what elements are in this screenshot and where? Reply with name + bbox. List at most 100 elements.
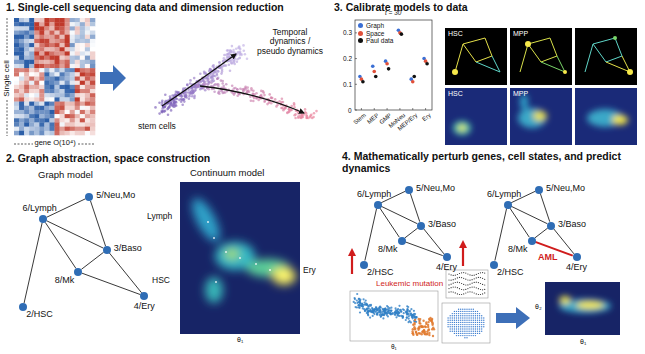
heatmap-cell (34, 72, 39, 76)
cell-point (163, 110, 166, 113)
heatmap-cell (85, 26, 90, 30)
heatmap-cell (70, 118, 75, 122)
cell-point (364, 304, 366, 306)
mutant-point (414, 319, 416, 321)
cell-point (395, 312, 397, 314)
heatmap-cell (14, 56, 19, 60)
heatmap-cell (90, 60, 95, 64)
grid-dot (477, 313, 478, 314)
cell-point (409, 312, 411, 314)
cell-point (252, 100, 255, 103)
heatmap-cell (75, 118, 80, 122)
cell-point (166, 108, 169, 111)
graph-edge (47, 221, 104, 248)
heatmap-cell (75, 102, 80, 106)
model-title: Graph model (38, 170, 93, 180)
heatmap-cell (34, 64, 39, 68)
heatmap-cell (49, 110, 54, 114)
heatmap-cell (24, 22, 29, 26)
heatmap-cell (24, 18, 29, 22)
trace-dot (455, 275, 456, 276)
cell-point (164, 93, 167, 96)
trace-dot (469, 284, 470, 285)
node-label: 6/Lymph (22, 204, 56, 214)
heatmap-cell (29, 110, 34, 114)
cell-point (376, 308, 378, 310)
mutation-scatter (353, 293, 436, 337)
cell-point (242, 44, 245, 47)
blob (187, 195, 225, 246)
grid-dot (460, 317, 461, 318)
heatmap-cell (75, 122, 80, 126)
cell-point (253, 97, 256, 100)
cell-point (297, 115, 300, 118)
annotation: Leukemic mutation (376, 280, 443, 289)
heatmap-cell (75, 93, 80, 97)
grid-dot (456, 331, 457, 332)
heatmap-cell (90, 47, 95, 51)
cell-point (413, 310, 415, 312)
increase-arrow (462, 244, 464, 266)
heatmap-cell (19, 114, 24, 118)
trace-dot (467, 273, 468, 274)
trace-dot (448, 288, 449, 289)
heatmap-cell (75, 127, 80, 131)
heatmap-cell (44, 26, 49, 30)
mutant-point (415, 331, 417, 333)
heatmap-cell (65, 60, 70, 64)
grid-dot (447, 324, 448, 325)
heatmap-cell (24, 127, 29, 131)
grid-dot (468, 313, 469, 314)
heatmap-cell (85, 122, 90, 126)
cell-point (216, 72, 219, 75)
heatmap-cell (70, 81, 75, 85)
cell-point (293, 103, 296, 106)
heatmap-cell (70, 26, 75, 30)
cell-point (372, 311, 374, 313)
heatmap-cell (34, 89, 39, 93)
heatmap-cell (65, 56, 70, 60)
annotation: stem cells (138, 122, 176, 131)
node-label: 3/Baso (428, 220, 456, 230)
grid-dot (471, 311, 472, 312)
grid-dot (468, 309, 469, 310)
trace-dot (474, 292, 475, 293)
heatmap-cell (34, 77, 39, 81)
cell-point (181, 99, 184, 102)
grid-dot (477, 328, 478, 329)
data-point (412, 75, 416, 79)
heatmap-cell (39, 93, 44, 97)
point (207, 221, 209, 223)
trace-dot (480, 294, 481, 295)
grid-dot (473, 328, 474, 329)
cell-point (167, 107, 170, 110)
heatmap-cell (55, 127, 60, 131)
cell-point (222, 85, 225, 88)
cell-point (395, 316, 397, 318)
cell-point (286, 112, 289, 115)
region-label: Lymph (147, 212, 172, 221)
cell-point (243, 49, 246, 52)
cell-point (354, 297, 356, 299)
grid-dot (475, 335, 476, 336)
tick-label: 0 (348, 107, 352, 114)
data-point (371, 64, 375, 68)
trace-dot (465, 292, 466, 293)
tick (412, 108, 413, 110)
heatmap-cell (80, 56, 85, 60)
trace-dot (482, 289, 483, 290)
heatmap-cell (55, 35, 60, 39)
axis-label: gene O(10⁴) (35, 139, 76, 147)
grid-dot (475, 317, 476, 318)
axis-dash (78, 144, 95, 145)
grid-dot (477, 333, 478, 334)
block-arrow (496, 307, 530, 329)
cell-point (309, 116, 312, 119)
grid-dot (454, 322, 455, 323)
heatmap-cell (60, 26, 65, 30)
heatmap-cell (75, 72, 80, 76)
heatmap-cell (65, 77, 70, 81)
heatmap-cell (19, 51, 24, 55)
mutant-point (429, 317, 431, 319)
trajectory-arrow (162, 54, 236, 106)
